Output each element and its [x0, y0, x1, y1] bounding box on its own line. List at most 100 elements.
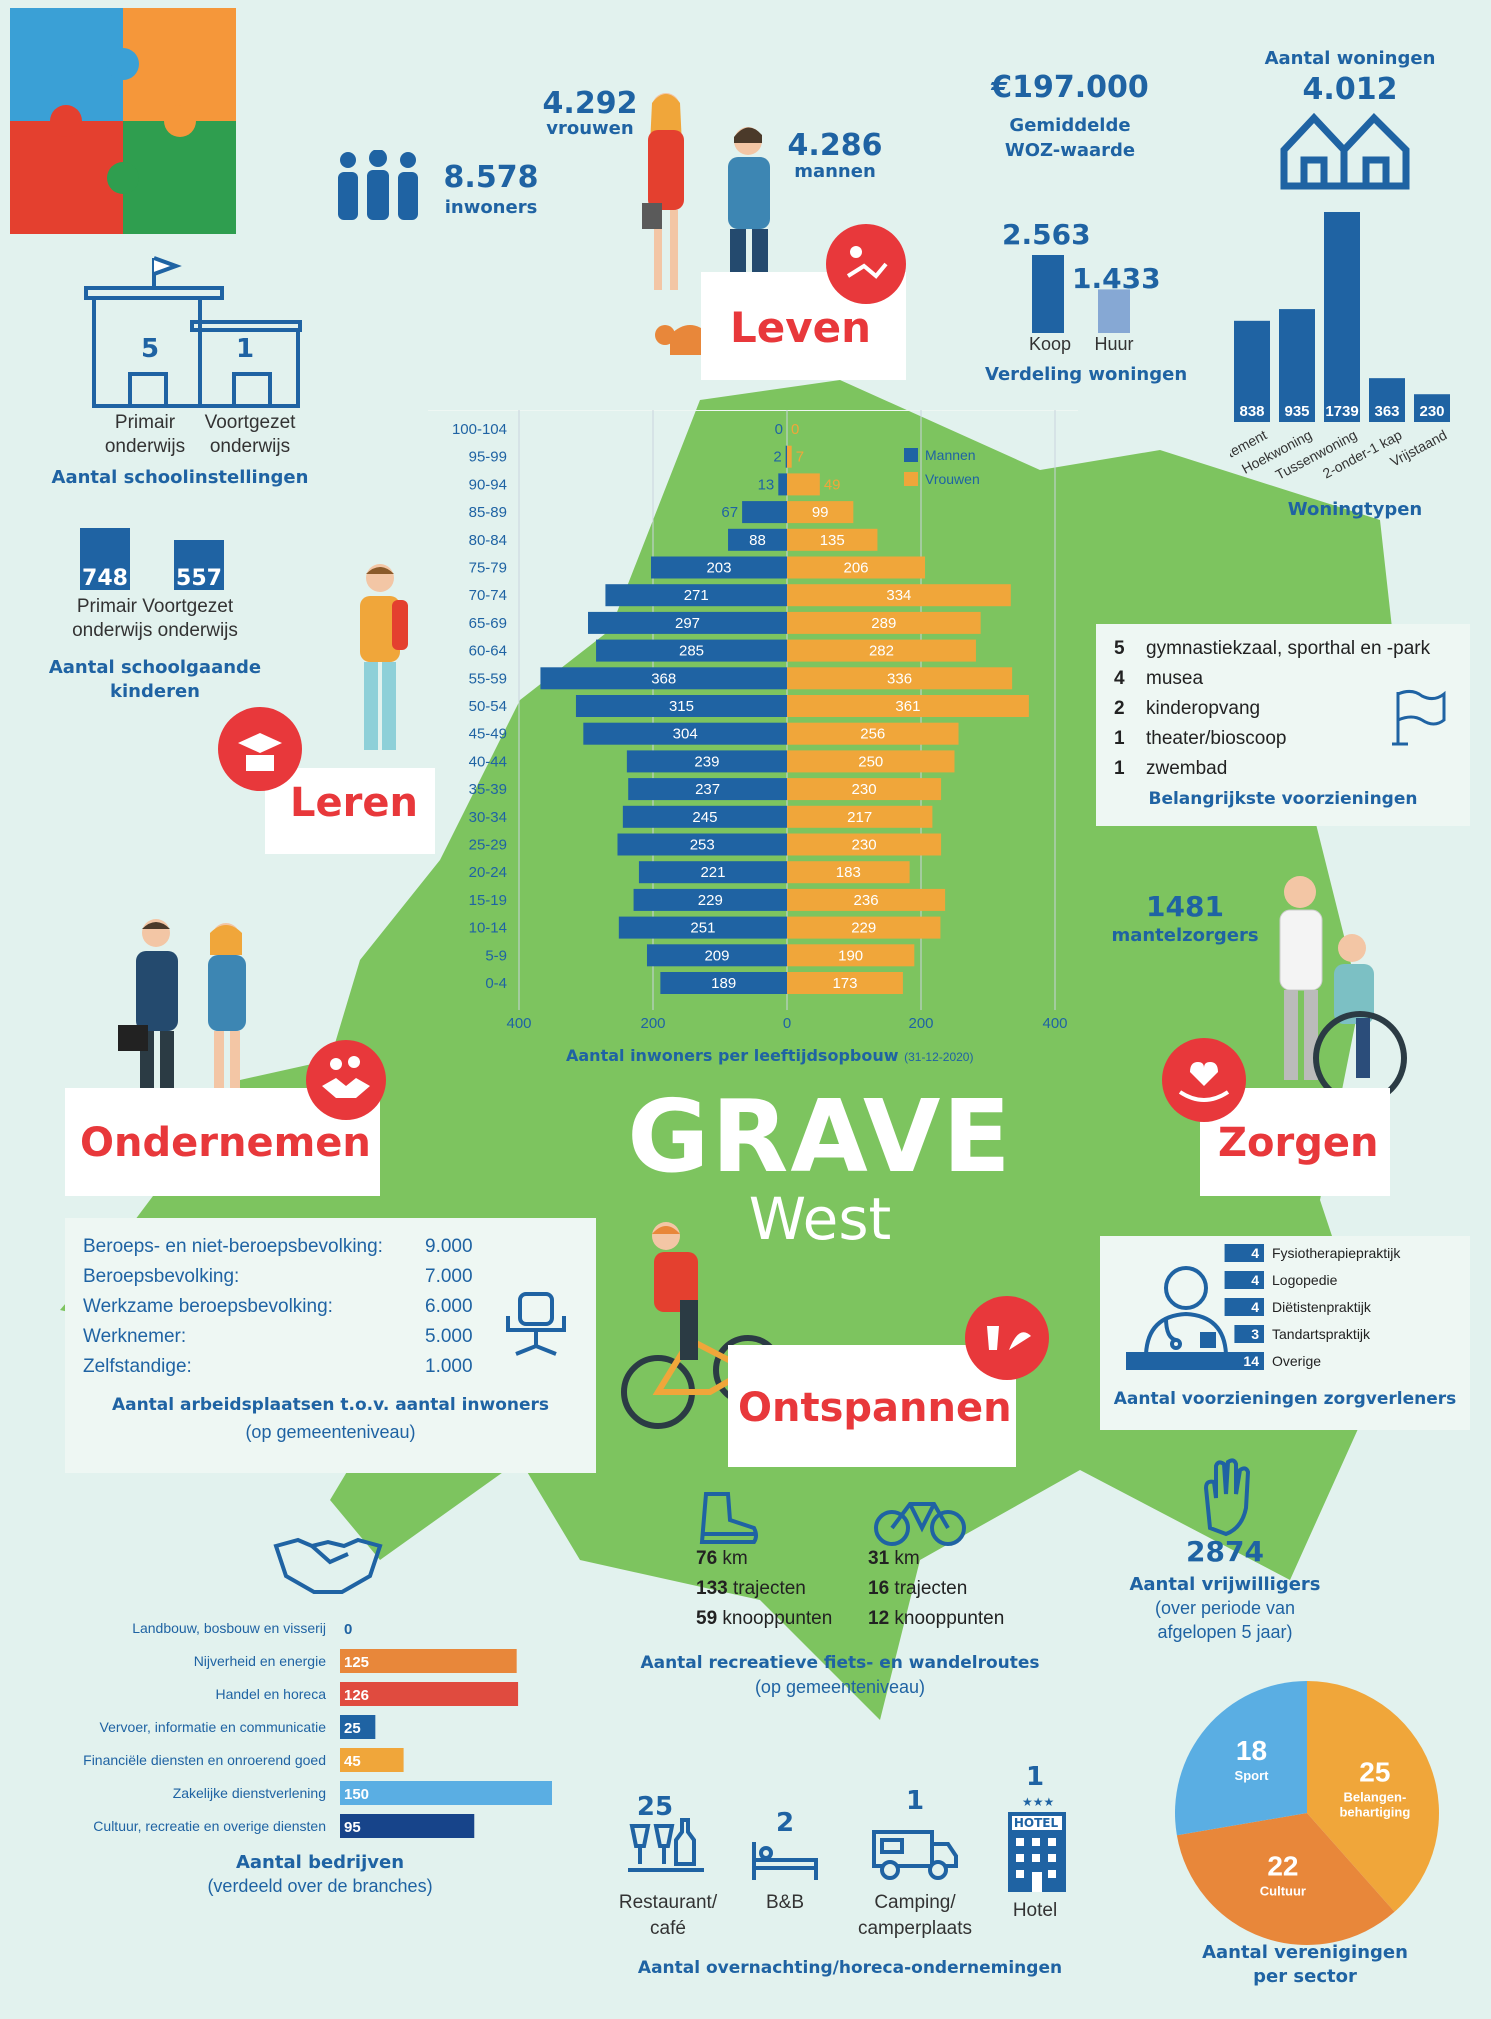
school-voortgezet-label-2: onderwijs [209, 436, 291, 457]
pyramid-age-label: 25-29 [469, 837, 507, 854]
company-label: Landbouw, bosbouw en visserij [132, 1620, 326, 1636]
pyramid-bar-vrouwen [787, 473, 820, 496]
mantelzorgers-value: 1481 [1146, 890, 1224, 923]
pyramid-bar-mannen [540, 667, 787, 690]
pyramid-age-label: 0-4 [485, 975, 507, 992]
pyramid-title: Aantal inwoners per leeftijdsopbouw (31-… [566, 1046, 973, 1065]
pupils-label-2: onderwijs onderwijs [72, 620, 238, 641]
koop-label: Koop [1028, 334, 1072, 354]
care-bar [1224, 1298, 1264, 1316]
pyramid-bar-mannen [660, 972, 787, 994]
pyramid-value-mannen: 237 [695, 781, 720, 798]
pyramid-age-label: 45-49 [469, 726, 507, 743]
employment-note: (op gemeenteniveau) [245, 1422, 416, 1442]
pyramid-bar-mannen [618, 916, 787, 939]
pyramid-bar-mannen [778, 473, 787, 496]
pyramid-age-label: 35-39 [469, 781, 507, 798]
school-voortgezet-label-1: Voortgezet [204, 412, 296, 433]
pie-value: 18 [1236, 1735, 1267, 1766]
woningtype-value: 1739 [1325, 403, 1358, 420]
horeca-bb-value: 2 [775, 1808, 795, 1838]
employment-row: Beroepsbevolking:7.000 [83, 1266, 473, 1287]
pyramid-value-mannen: 0 [775, 421, 783, 438]
woningtypen-caption: Woningtypen [1287, 499, 1423, 520]
pyramid-age-label: 40-44 [469, 753, 507, 770]
pyramid-value-mannen: 221 [700, 864, 725, 881]
pyramid-value-vrouwen: 230 [852, 781, 877, 798]
pyramid-bar-vrouwen [787, 944, 915, 967]
pyramid-age-label: 5-9 [485, 947, 507, 964]
camper-icon [872, 1830, 958, 1880]
houses-icon [1280, 112, 1410, 190]
pyramid-value-vrouwen: 217 [847, 809, 872, 826]
woningtype-value: 838 [1239, 403, 1264, 420]
pie-label: Sport [1235, 1768, 1270, 1783]
school-voortgezet-count: 1 [235, 334, 255, 364]
legend-swatch-mannen [904, 448, 918, 462]
company-value: 45 [344, 1753, 361, 1770]
pyramid-value-vrouwen: 361 [895, 698, 920, 715]
care-bar [1224, 1244, 1264, 1262]
pie-label: Belangen- [1343, 1789, 1406, 1804]
hiking-boot-icon [699, 1492, 758, 1544]
employment-row: Zelfstandige:1.000 [83, 1356, 473, 1377]
pyramid-value-mannen: 189 [711, 975, 736, 992]
care-label: Fysiotherapiepraktijk [1272, 1245, 1401, 1261]
pupils-primair-value: 748 [82, 566, 128, 591]
woz-label-2: WOZ-waarde [1004, 140, 1136, 161]
pyramid-value-vrouwen: 190 [838, 947, 863, 964]
pyramid-bar-vrouwen [787, 501, 854, 524]
companies-note: (verdeeld over de branches) [207, 1876, 433, 1896]
pyramid-bar-mannen [728, 528, 787, 551]
pyramid-age-label: 20-24 [469, 864, 507, 881]
pyramid-age-label: 60-64 [469, 643, 507, 660]
pyramid-age-label: 55-59 [469, 670, 507, 687]
volunteers-value: 2874 [1186, 1535, 1264, 1568]
employment-row: Beroeps- en niet-beroepsbevolking:9.000 [83, 1236, 473, 1257]
population-total: 8.578 [443, 160, 539, 195]
pyramid-age-label: 70-74 [469, 587, 507, 604]
horeca-restaurant-value: 25 [636, 1792, 674, 1822]
pyramid-age-label: 95-99 [469, 449, 507, 466]
company-value: 150 [344, 1786, 369, 1803]
bike-km: 31 km [868, 1548, 920, 1569]
company-value: 0 [344, 1621, 352, 1638]
bike-trajecten: 16 trajecten [868, 1578, 968, 1599]
pyramid-age-label: 50-54 [469, 698, 507, 715]
care-value: 3 [1251, 1326, 1259, 1342]
facilities-panel [1096, 624, 1470, 826]
pyramid-age-label: 75-79 [469, 560, 507, 577]
woningtype-bar [1279, 309, 1315, 422]
walk-km: 76 km [696, 1548, 748, 1569]
pyramid-x-tick: 0 [783, 1015, 791, 1032]
pyramid-bar-mannen [626, 750, 787, 773]
pie-label: Cultuur [1260, 1883, 1306, 1898]
routes-caption: Aantal recreatieve fiets- en wandelroute… [640, 1653, 1040, 1673]
bike-knooppunten: 12 knooppunten [868, 1608, 1005, 1629]
pyramid-bar-vrouwen [787, 667, 1013, 690]
employment-list: Beroeps- en niet-beroepsbevolking:9.000 … [83, 1236, 503, 1386]
pyramid-bar-vrouwen [787, 639, 976, 662]
routes-note: (op gemeenteniveau) [754, 1677, 926, 1697]
pyramid-value-vrouwen: 289 [871, 615, 896, 632]
pie-value: 22 [1267, 1850, 1298, 1881]
school-primair-label-2: onderwijs [104, 436, 186, 457]
pyramid-value-vrouwen: 334 [886, 587, 911, 604]
horeca-hotel-value: 1 [1025, 1762, 1045, 1792]
company-bar [340, 1781, 552, 1805]
pyramid-value-mannen: 253 [690, 837, 715, 854]
volunteers-label: Aantal vrijwilligers [1129, 1574, 1321, 1595]
horeca-camping-label-2: camperplaats [857, 1918, 973, 1939]
company-value: 126 [344, 1687, 369, 1704]
ontspannen-title: Ontspannen [738, 1385, 1012, 1431]
office-chair-icon [506, 1292, 566, 1356]
horeca-camping-value: 1 [905, 1786, 925, 1816]
pupils-caption-2: kinderen [110, 681, 200, 702]
pyramid-value-vrouwen: 236 [854, 892, 879, 909]
housing-total-label: Aantal woningen [1264, 48, 1436, 69]
housing-split-caption: Verdeling woningen [985, 364, 1188, 385]
